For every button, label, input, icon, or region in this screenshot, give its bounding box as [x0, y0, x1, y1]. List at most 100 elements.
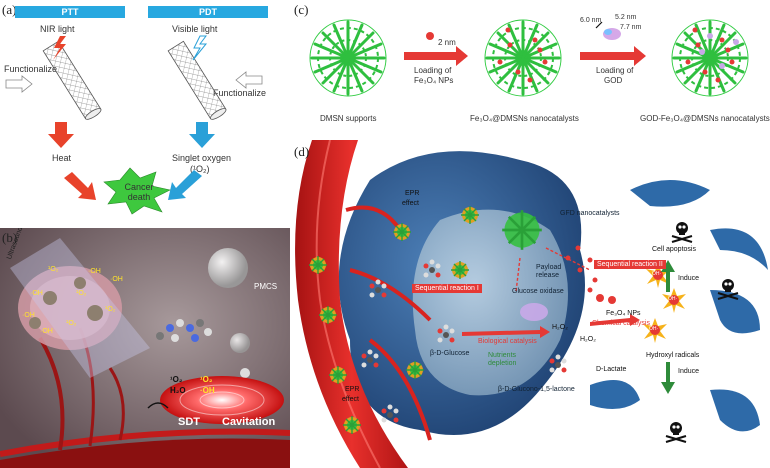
heat-to-death-arrow-icon	[64, 172, 96, 200]
oh-label-3: ·OH	[40, 328, 53, 335]
induce-label-1: Induce	[678, 275, 700, 282]
pdt-header: PDT	[148, 6, 268, 18]
nanotube-left-icon	[42, 40, 102, 120]
functionalize-left-label: Functionalize	[4, 64, 58, 74]
loading-god-label-2: GOD	[604, 76, 623, 85]
blood-vessel-icon	[295, 140, 408, 468]
so-label-3: ¹O₂	[66, 320, 77, 327]
panel-a-label: (a)	[2, 2, 17, 17]
h2o2-label-b: H₂O₂	[580, 336, 596, 343]
loading-god-label: Loading of	[596, 66, 634, 75]
heat-arrow-icon	[48, 122, 74, 148]
visible-lightning-icon	[192, 35, 208, 61]
so-label-2: ¹O₂	[76, 290, 87, 297]
dim-6nm-label: 6.0 nm	[580, 17, 602, 24]
so-label-1: ¹O₂	[48, 266, 59, 273]
oh-label-1: ·OH	[30, 290, 43, 297]
singlet-to-death-arrow-icon	[168, 170, 202, 200]
loading-fe-label: Loading of	[414, 66, 452, 75]
skull-3-icon	[665, 421, 687, 443]
tumor-cell-interior	[412, 209, 568, 396]
epr-bottom-label-2: effect	[342, 396, 359, 403]
sdt-product-2: H₂O	[170, 386, 186, 395]
gfd-nanocatalyst-icon	[502, 210, 542, 250]
singlet-oxygen-label: Singlet oxygen	[172, 153, 232, 163]
god-fe3o4-dmsn-icon	[670, 18, 750, 98]
functionalize-right-arrow-icon	[235, 71, 263, 89]
panel-a-graphics	[5, 35, 263, 215]
caption-dmsn-supports: DMSN supports	[320, 114, 377, 123]
panel-b: (b) Ultrasound PMCS ¹O₂ ¹O₂ ¹O₂ ¹O₂ ·OH …	[0, 228, 290, 468]
panel-d-label: (d)	[294, 144, 310, 159]
panel-c-label: (c)	[294, 2, 309, 17]
nutrients-label-2: depletion	[488, 360, 517, 367]
epr-top-label: EPR	[405, 190, 420, 197]
sdt-label: SDT	[178, 416, 200, 428]
size-2nm-label: 2 nm	[438, 38, 456, 47]
ptt-header: PTT	[15, 6, 125, 18]
functionalize-right-label: Functionalize	[213, 88, 267, 98]
cavitation-label: Cavitation	[222, 416, 276, 428]
dmsn-support-icon	[308, 18, 388, 98]
panel-d: (d) Tumor cells EPR effect EPR effect GF…	[290, 140, 770, 468]
oh-burst-label-2: OH·	[668, 296, 678, 302]
cancer-death-label: Cancer death	[124, 182, 154, 202]
epr-bottom-label: EPR	[345, 386, 360, 393]
cancer-death-star-icon	[103, 167, 171, 215]
sequential-reaction-2: Sequential reaction II	[594, 260, 666, 269]
fe3o4-nps-label: Fe₃O₄ NPs	[606, 310, 641, 317]
h2o2-label-a: H₂O₂	[552, 324, 568, 331]
dead-cell-fragment-2	[710, 228, 768, 270]
oh-burst-label-1: OH·	[652, 271, 662, 277]
glucose-oxidase-label: Glucose oxidase	[512, 288, 564, 295]
glucono-lactone-label: β-D-Glucono-1,5-lactone	[498, 386, 575, 393]
caption-god-fe3o4-dmsns: GOD-Fe₃O₄@DMSNs nanocatalysts	[640, 114, 770, 123]
epr-top-label-2: effect	[402, 200, 419, 207]
payload-label-2: release	[536, 272, 559, 279]
sdt-ripple-icon	[160, 376, 284, 424]
dim-77nm-label: 7.7 nm	[620, 24, 642, 31]
dead-cell-fragment-3	[710, 290, 760, 334]
beta-d-glucose-label: β-D-Glucose	[430, 350, 470, 357]
nir-light-label: NIR light	[40, 24, 75, 34]
panel-c-graphics	[308, 18, 750, 98]
d-lactate-label: D-Lactate	[596, 366, 627, 373]
hydroxyl-radicals-label: Hydroxyl radicals	[646, 352, 700, 359]
nutrients-label: Nutrients	[488, 352, 517, 359]
oh-burst-label-3: OH·	[649, 326, 659, 332]
panel-c: (c)	[290, 0, 770, 140]
panel-d-graphics	[295, 140, 768, 468]
tumor-cells-label: Tumor cells	[548, 158, 590, 167]
singlet-arrow-icon	[189, 122, 215, 148]
gfd-nanocatalysts-label: GFD nanocatalysts	[560, 210, 620, 217]
biological-catalysis-arrow-icon	[462, 326, 550, 338]
fe3o4-dmsn-icon	[483, 18, 563, 98]
pmcs-label: PMCS	[254, 282, 278, 291]
functionalize-left-arrow-icon	[5, 75, 33, 93]
load-god-arrow-icon	[580, 46, 646, 66]
oh-label-5: ·OH	[22, 312, 35, 319]
panel-b-label: (b)	[2, 230, 18, 245]
sequential-reaction-1: Sequential reaction I	[412, 284, 482, 293]
heat-label: Heat	[52, 153, 72, 163]
sdt-product-4: ·OH	[200, 386, 215, 395]
visible-light-label: Visible light	[172, 24, 218, 34]
dead-cell-fragment-4	[590, 380, 640, 409]
fe3o4-nanoparticle-icon	[426, 32, 434, 40]
glucose-oxidase-icon	[520, 303, 548, 321]
induce-down-arrow-icon	[661, 362, 675, 394]
caption-fe3o4-dmsns: Fe₃O₄@DMSNs nanocatalysts	[470, 114, 579, 123]
sdt-product-1: ¹O₂	[170, 375, 183, 384]
biological-catalysis-label: Biological catalysis	[478, 338, 537, 345]
nir-lightning-icon	[53, 36, 66, 60]
load-fe-arrow-icon	[404, 46, 468, 66]
chemical-catalysis-arrow-icon	[590, 314, 640, 326]
skull-1-icon	[671, 221, 693, 243]
so-label-4: ¹O₂	[105, 306, 116, 313]
pmcs-sphere-icon	[208, 248, 248, 288]
oh-label-4: ·OH	[110, 276, 123, 283]
panel-b-graphics	[0, 228, 290, 468]
dead-cell-fragment-1	[630, 180, 710, 207]
loading-fe-label-2: Fe₃O₄ NPs	[414, 76, 454, 85]
singlet-formula-label: (¹O₂)	[190, 164, 210, 174]
